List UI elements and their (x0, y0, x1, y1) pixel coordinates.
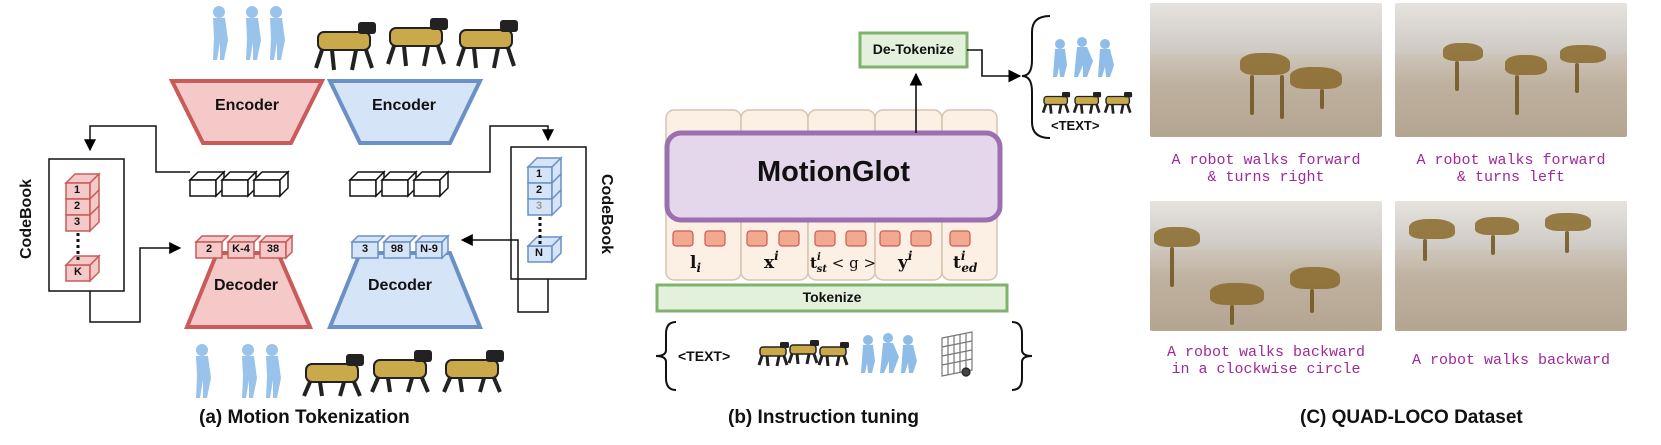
dataset-photo-1 (1150, 3, 1382, 137)
dataset-caption-1: A robot walks forward & turns right (1171, 152, 1361, 186)
codebook-right-cubes (526, 156, 563, 264)
soccer-goal-icon (941, 331, 973, 377)
output-human-icon (1053, 37, 1114, 77)
codebook-right-entry: N (535, 247, 543, 259)
output-text-token: <TEXT> (1051, 118, 1100, 133)
input-brace-right (1011, 321, 1033, 391)
input-human-icon (861, 333, 917, 373)
codebook-right-entry: 2 (536, 184, 543, 196)
codebook-left-label: CodeBook (18, 179, 35, 259)
motionglot-label: MotionGlot (756, 156, 910, 188)
input-robot-icon (757, 340, 849, 367)
encoder-left-label: Encoder (215, 97, 280, 114)
token-right: 98 (390, 243, 404, 255)
latent-blocks-right (348, 170, 450, 198)
caption-a: (a) Motion Tokenization (199, 407, 410, 428)
encoder-right-label: Encoder (372, 97, 437, 114)
codebook-right-entry: 3 (536, 200, 543, 212)
encoder-left (168, 79, 326, 145)
detokenize-box (858, 31, 969, 69)
token-right: 3 (361, 243, 369, 255)
decoder-left (184, 251, 314, 329)
dataset-photo-3 (1150, 201, 1382, 331)
codebook-left-entry: 1 (74, 184, 81, 196)
connectors-a (84, 125, 554, 323)
token-left: K-4 (232, 243, 250, 255)
dataset-photo-4 (1395, 201, 1627, 331)
codebook-left-entry: 3 (74, 216, 81, 228)
token-right: N-9 (420, 243, 438, 255)
input-text-token: <TEXT> (678, 348, 731, 364)
codebook-right-label: CodeBook (598, 174, 615, 254)
caption-b: (b) Instruction tuning (728, 407, 920, 428)
decoder-right-label: Decoder (368, 277, 433, 294)
output-robot-icon (1041, 92, 1133, 114)
dataset-caption-2: A robot walks forward & turns left (1416, 152, 1606, 186)
token-blocks-right (350, 234, 450, 260)
codebook-left-entry: K (74, 266, 82, 278)
encoder-right (326, 79, 484, 145)
token-blocks-left (194, 234, 294, 260)
detokenize-label: De-Tokenize (872, 41, 955, 57)
token-left: 2 (205, 243, 213, 255)
embedding-tokens (672, 230, 971, 247)
motionglot-block (664, 130, 1003, 223)
human-motion-icon-bottom (196, 344, 281, 398)
dataset-caption-4: A robot walks backward (1411, 352, 1611, 369)
output-brace (1021, 15, 1051, 139)
codebook-left-entry: 2 (74, 200, 81, 212)
tokenize-bar (655, 283, 1009, 313)
dataset-photo-2 (1395, 3, 1627, 137)
latent-blocks-left (188, 170, 290, 198)
connectors-b (909, 49, 1022, 133)
dataset-caption-3: A robot walks backward in a clockwise ci… (1166, 344, 1366, 378)
caption-c: (C) QUAD-LOCO Dataset (1300, 407, 1523, 428)
decoder-left-label: Decoder (214, 277, 279, 294)
svg-text:li: li (690, 253, 701, 275)
tokenize-label: Tokenize (802, 289, 862, 305)
codebook-right-entry: 1 (536, 168, 543, 180)
input-brace-left (655, 321, 677, 391)
human-motion-icon (213, 6, 285, 60)
robot-dog-icon (314, 18, 518, 71)
codebook-left-cubes (64, 172, 101, 283)
robot-dog-icon-bottom (302, 350, 504, 397)
token-left: 38 (266, 243, 280, 255)
